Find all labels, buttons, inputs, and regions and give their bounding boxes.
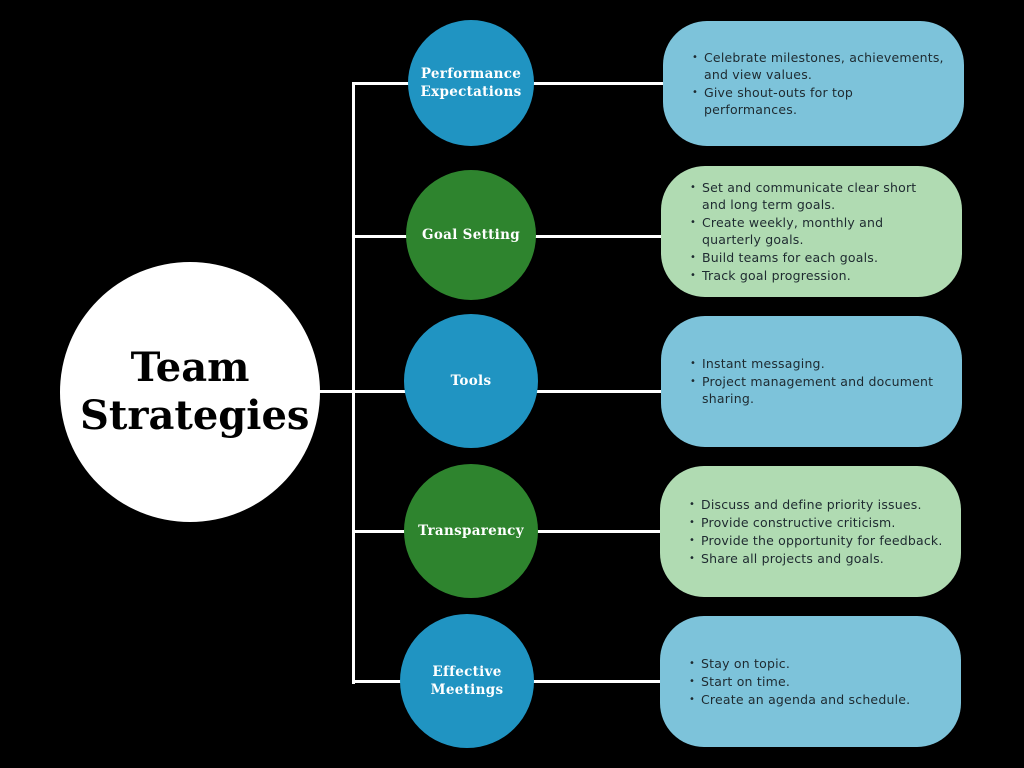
branch-label: Effective Meetings: [430, 664, 504, 698]
branch-label: Tools: [450, 373, 492, 389]
connector-node-to-box-5: [530, 680, 664, 683]
center-node: Team Strategies: [60, 262, 320, 522]
bullet-item: Give shout-outs for top performances.: [692, 84, 944, 118]
bullet-item: Discuss and define priority issues.: [689, 496, 951, 513]
branch-node-effective-meetings: Effective Meetings: [400, 614, 534, 748]
connector-node-to-box-3: [534, 390, 664, 393]
bullet-item: Provide constructive criticism.: [689, 514, 951, 531]
bullet-list: Set and communicate clear short and long…: [661, 179, 942, 285]
bullet-item: Share all projects and goals.: [689, 550, 951, 567]
bullet-item: Instant messaging.: [690, 355, 942, 372]
bullet-item: Create weekly, monthly and quarterly goa…: [690, 214, 942, 248]
bullet-list: Celebrate milestones, achievements, and …: [663, 49, 944, 119]
connector-branch-2: [352, 235, 410, 238]
bullet-item: Provide the opportunity for feedback.: [689, 532, 951, 549]
detail-box-goal-setting: Set and communicate clear short and long…: [661, 166, 962, 297]
branch-node-transparency: Transparency: [404, 464, 538, 598]
branch-label: Transparency: [418, 523, 524, 539]
connector-node-to-box-4: [534, 530, 664, 533]
branch-node-goal-setting: Goal Setting: [406, 170, 536, 300]
bullet-item: Track goal progression.: [690, 267, 942, 284]
bullet-item: Create an agenda and schedule.: [689, 691, 941, 708]
detail-box-performance-expectations: Celebrate milestones, achievements, and …: [663, 21, 964, 146]
branch-label: Performance Expectations: [420, 66, 522, 100]
branch-node-performance-expectations: Performance Expectations: [408, 20, 534, 146]
bullet-list: Instant messaging. Project management an…: [661, 355, 942, 408]
bullet-item: Stay on topic.: [689, 655, 941, 672]
bullet-list: Discuss and define priority issues. Prov…: [660, 496, 951, 568]
diagram-title: Team Strategies: [80, 344, 310, 439]
bullet-item: Celebrate milestones, achievements, and …: [692, 49, 944, 83]
detail-box-transparency: Discuss and define priority issues. Prov…: [660, 466, 961, 597]
bullet-item: Start on time.: [689, 673, 941, 690]
connector-node-to-box-1: [530, 82, 666, 85]
connector-branch-4: [352, 530, 408, 533]
connector-branch-1: [352, 82, 412, 85]
branch-label: Goal Setting: [422, 227, 520, 243]
connector-node-to-box-2: [532, 235, 664, 238]
bullet-item: Project management and document sharing.: [690, 373, 942, 407]
branch-node-tools: Tools: [404, 314, 538, 448]
bullet-item: Build teams for each goals.: [690, 249, 942, 266]
connector-trunk: [352, 82, 355, 684]
connector-center-to-trunk: [318, 390, 356, 393]
bullet-list: Stay on topic. Start on time. Create an …: [660, 655, 941, 709]
bullet-item: Set and communicate clear short and long…: [690, 179, 942, 213]
detail-box-tools: Instant messaging. Project management an…: [661, 316, 962, 447]
connector-branch-5: [352, 680, 404, 683]
connector-branch-3: [352, 390, 408, 393]
detail-box-effective-meetings: Stay on topic. Start on time. Create an …: [660, 616, 961, 747]
